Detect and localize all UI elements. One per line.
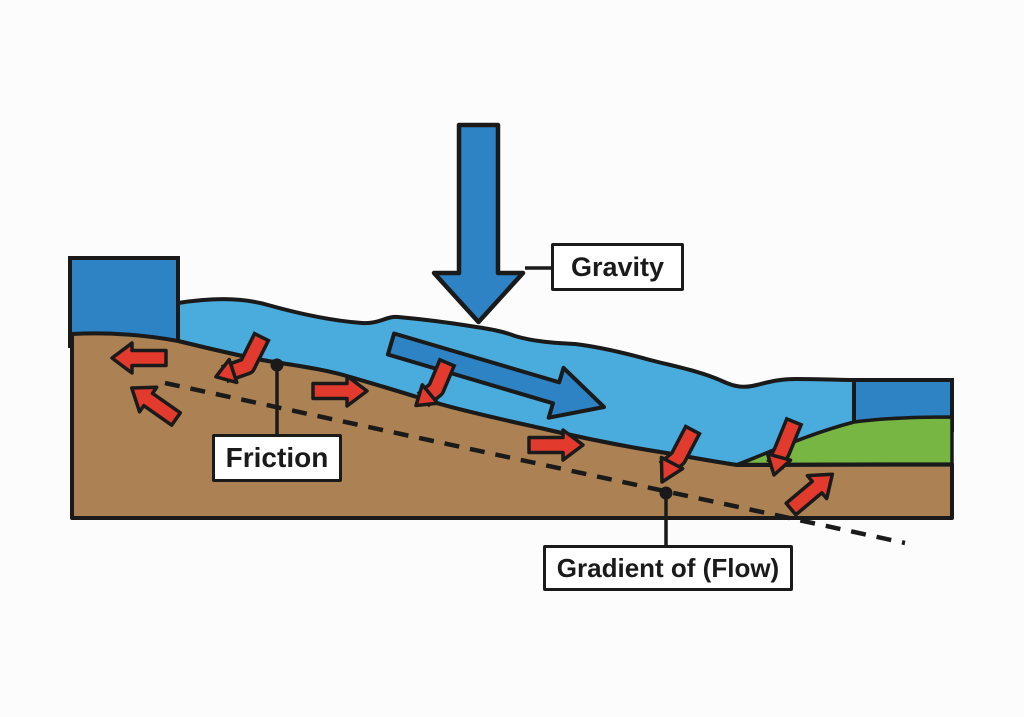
friction-arrow-bent-2 bbox=[414, 357, 457, 408]
gradient-dashed-line bbox=[164, 380, 906, 546]
friction-arrow-right-2 bbox=[527, 428, 585, 462]
friction-anchor-dot bbox=[270, 358, 284, 372]
friction-arrow-bent-1 bbox=[214, 331, 271, 385]
gradient-of-flow-label-text: Gradient of (Flow) bbox=[556, 552, 780, 583]
upstream-water-block bbox=[68, 256, 180, 348]
friction-arrow-up-left bbox=[130, 385, 183, 427]
friction-label: Friction bbox=[212, 434, 342, 482]
friction-arrow-up-right bbox=[784, 472, 835, 517]
gravity-label: Gravity bbox=[551, 243, 684, 291]
gravity-arrow bbox=[431, 122, 526, 325]
flow-arrow bbox=[385, 331, 606, 420]
friction-arrow-left bbox=[110, 341, 168, 375]
friction-arrow-right-1 bbox=[311, 374, 369, 408]
gravity-label-text: Gravity bbox=[570, 251, 665, 282]
gradient-anchor-dot bbox=[659, 486, 673, 500]
friction-label-text: Friction bbox=[225, 442, 329, 473]
friction-arrow-bent-4 bbox=[765, 416, 804, 477]
gradient-of-flow-label: Gradient of (Flow) bbox=[543, 545, 793, 591]
friction-arrow-bent-3 bbox=[658, 424, 702, 484]
